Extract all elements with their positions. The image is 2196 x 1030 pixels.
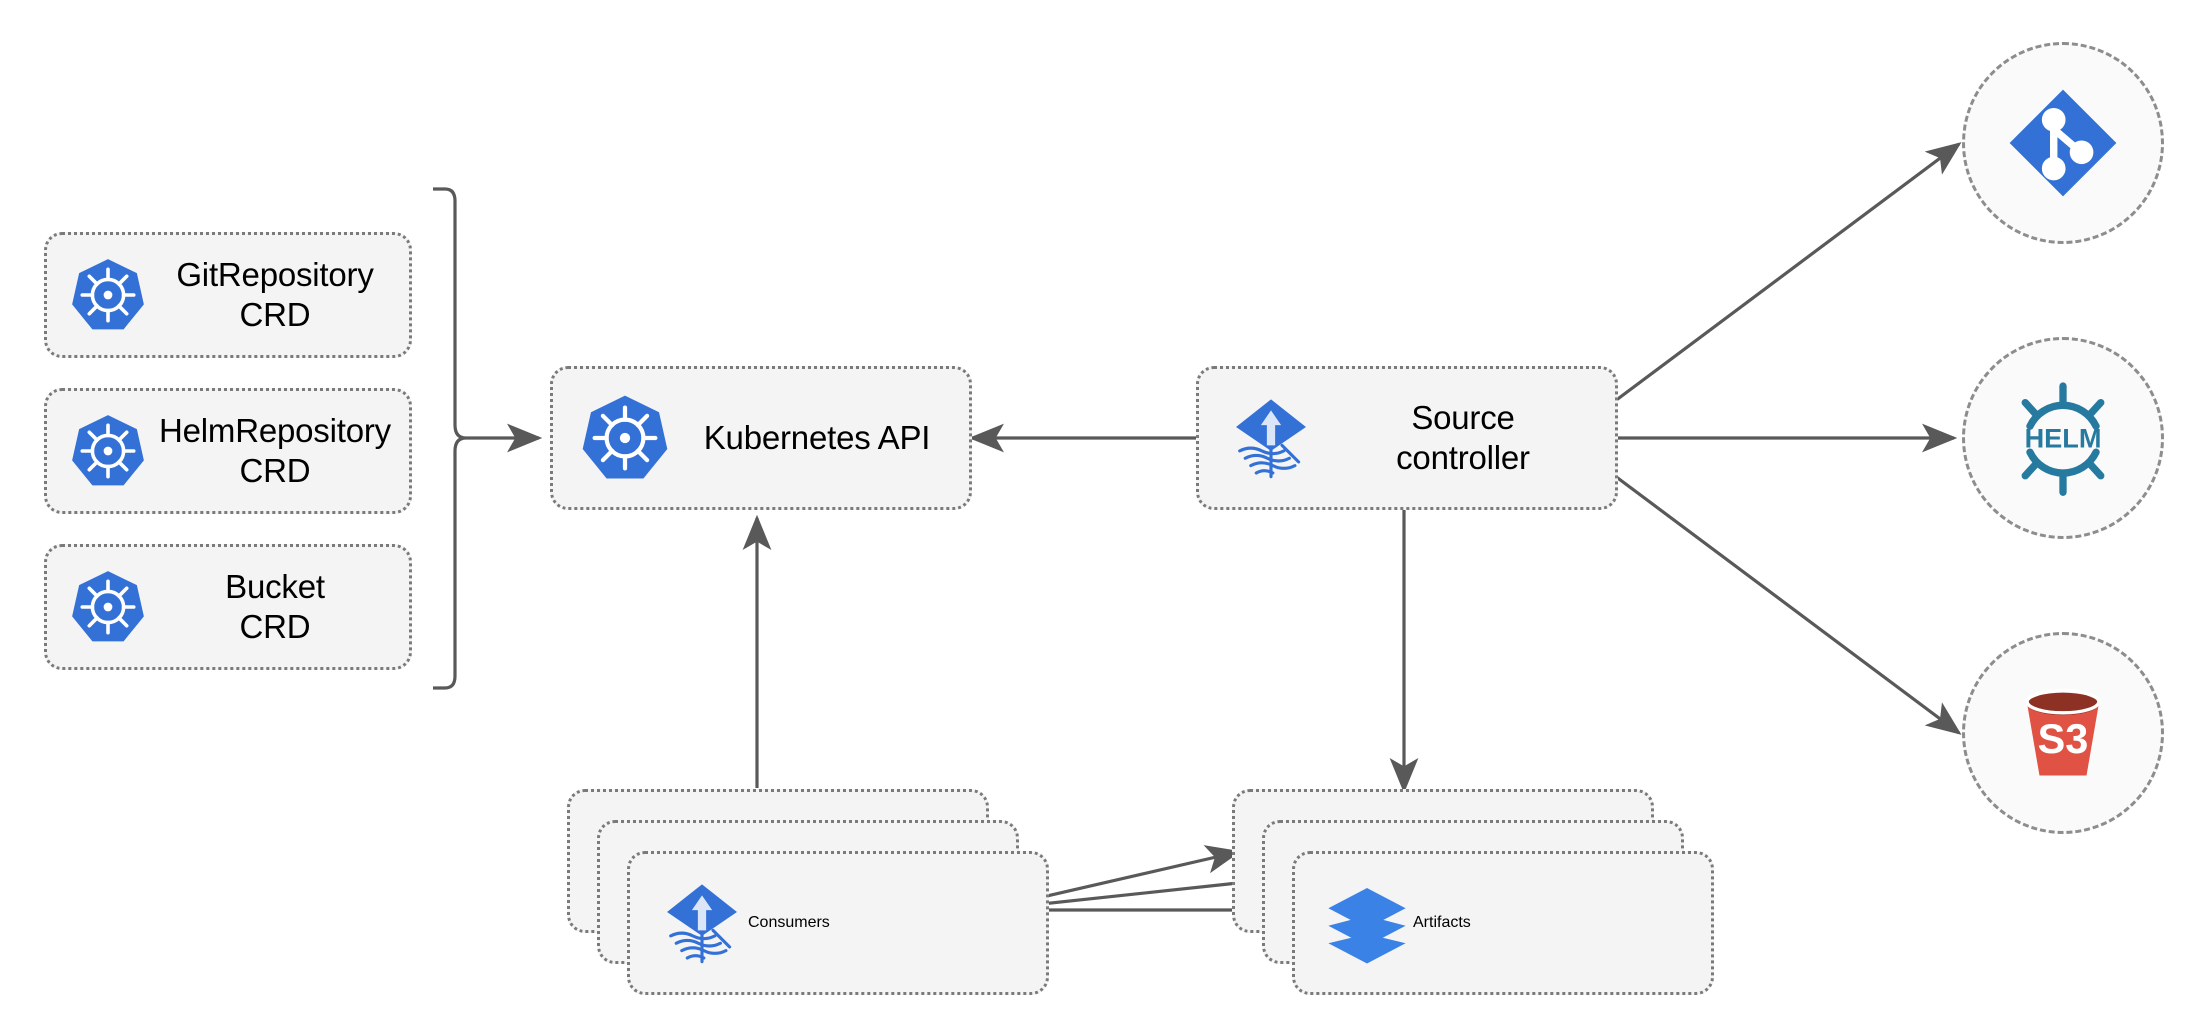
helm-source-node[interactable]: HELM bbox=[1962, 337, 2164, 539]
kubernetes-icon bbox=[69, 568, 147, 646]
s3-source-node[interactable]: S3 bbox=[1962, 632, 2164, 834]
kubernetes-api-label: Kubernetes API bbox=[703, 418, 931, 456]
artifacts-node[interactable]: Artifacts bbox=[1292, 851, 1714, 995]
git-source-node[interactable] bbox=[1962, 42, 2164, 244]
edge-source-to-git bbox=[1610, 142, 1962, 406]
edge-source-to-s3 bbox=[1610, 471, 1962, 735]
helm-wordmark: HELM bbox=[2025, 422, 2102, 453]
kubernetes-api-node[interactable]: Kubernetes API bbox=[550, 366, 972, 510]
helm-icon: HELM bbox=[2004, 379, 2122, 497]
kubernetes-icon bbox=[69, 256, 147, 334]
kubernetes-icon bbox=[69, 412, 147, 490]
s3-wordmark: S3 bbox=[2038, 715, 2089, 762]
crd-group-bracket bbox=[433, 187, 467, 690]
consumers-node[interactable]: Consumers bbox=[627, 851, 1049, 995]
consumers-label: Consumers bbox=[748, 914, 830, 931]
s3-icon: S3 bbox=[2007, 677, 2119, 789]
git-icon bbox=[2005, 85, 2121, 201]
flux-icon bbox=[1225, 392, 1317, 484]
artifacts-label: Artifacts bbox=[1413, 914, 1471, 931]
kubernetes-icon bbox=[579, 392, 671, 484]
layers-icon bbox=[1321, 877, 1413, 969]
flux-icon bbox=[656, 877, 748, 969]
